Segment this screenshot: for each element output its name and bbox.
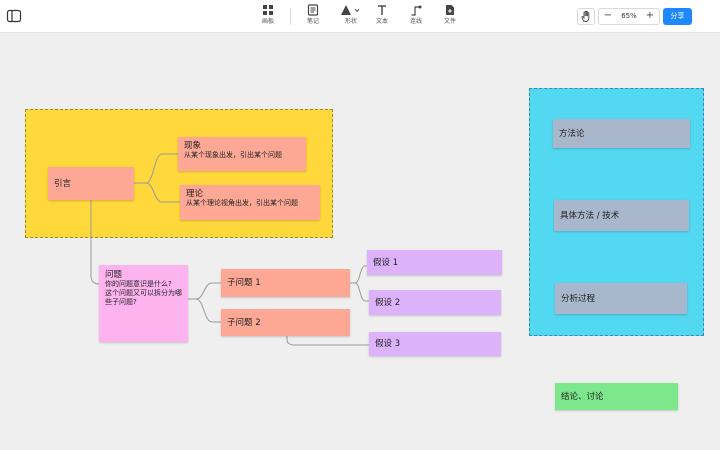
intro-title: 引言 <box>54 178 72 189</box>
share-button[interactable]: 分享 <box>663 8 692 25</box>
subproblem-2-title: 子问题 2 <box>227 317 261 328</box>
hand-icon <box>581 10 590 22</box>
triangle-icon <box>341 5 360 15</box>
tool-shape-label: 形状 <box>344 18 357 25</box>
tool-board-button[interactable]: 画板 <box>252 4 284 30</box>
conclusion-title: 结论、讨论 <box>561 391 604 402</box>
tool-connector-button[interactable]: 连线 <box>400 4 432 30</box>
analysis-card[interactable]: 分析过程 <box>555 283 687 314</box>
subproblem-2-card[interactable]: 子问题 2 <box>221 309 350 336</box>
conclusion-card[interactable]: 结论、讨论 <box>555 383 678 410</box>
hypothesis-3-title: 假设 3 <box>375 339 401 349</box>
tool-note-button[interactable]: 笔记 <box>297 4 329 30</box>
toolbar-divider <box>290 8 291 25</box>
note-icon <box>307 4 319 16</box>
methodology-card[interactable]: 方法论 <box>553 119 690 148</box>
problem-card[interactable]: 问题 你的问题意识是什么? 这个问题又可以拆分为哪些子问题? <box>99 265 188 342</box>
hypothesis-2-title: 假设 2 <box>375 297 401 308</box>
analysis-title: 分析过程 <box>561 293 596 304</box>
theory-title: 理论 <box>186 189 204 199</box>
tool-note-label: 笔记 <box>306 18 319 25</box>
hypothesis-2-card[interactable]: 假设 2 <box>369 290 501 315</box>
zoom-level: 65% <box>621 12 637 20</box>
connector-icon <box>411 5 422 16</box>
zoom-out-button[interactable]: − <box>603 10 613 21</box>
hand-tool-button[interactable] <box>577 8 595 25</box>
intro-card[interactable]: 引言 <box>48 167 134 200</box>
methods-title: 具体方法 / 技术 <box>560 210 620 221</box>
tool-file-label: 文件 <box>443 18 456 25</box>
problem-title: 问题 <box>105 270 123 280</box>
problem-line-2: 这个问题又可以拆分为哪些子问题? <box>105 289 182 306</box>
grid-icon <box>263 5 273 15</box>
subproblem-1-card[interactable]: 子问题 1 <box>221 269 350 297</box>
subproblem-1-title: 子问题 1 <box>227 278 261 288</box>
tool-shape-button[interactable]: 形状 <box>332 4 370 30</box>
methodology-title: 方法论 <box>559 128 585 139</box>
zoom-control: − 65% + <box>598 8 660 25</box>
phenomenon-title: 现象 <box>184 141 202 151</box>
tool-file-button[interactable]: 文件 <box>434 4 466 30</box>
theory-card[interactable]: 理论 从某个理论视角出发，引出某个问题 <box>180 185 320 220</box>
hypothesis-3-card[interactable]: 假设 3 <box>369 332 501 356</box>
sidebar-toggle-icon[interactable] <box>6 8 22 24</box>
tool-text-button[interactable]: 文本 <box>366 4 398 30</box>
tool-text-label: 文本 <box>375 18 388 25</box>
text-icon <box>378 5 386 15</box>
hypothesis-1-title: 假设 1 <box>373 257 399 268</box>
problem-line-1: 你的问题意识是什么? <box>105 280 172 288</box>
phenomenon-subtitle: 从某个现象出发，引出某个问题 <box>184 151 282 159</box>
zoom-in-button[interactable]: + <box>645 10 655 21</box>
methods-card[interactable]: 具体方法 / 技术 <box>554 200 689 231</box>
phenomenon-card[interactable]: 现象 从某个现象出发，引出某个问题 <box>178 137 306 171</box>
top-toolbar: 画板 笔记 形状 文本 连线 文件 − 65% + 分享 <box>0 0 720 33</box>
tool-board-label: 画板 <box>261 18 274 25</box>
hypothesis-1-card[interactable]: 假设 1 <box>367 250 502 275</box>
file-icon <box>446 5 454 15</box>
theory-subtitle: 从某个理论视角出发，引出某个问题 <box>186 199 298 207</box>
tool-connector-label: 连线 <box>409 18 422 25</box>
